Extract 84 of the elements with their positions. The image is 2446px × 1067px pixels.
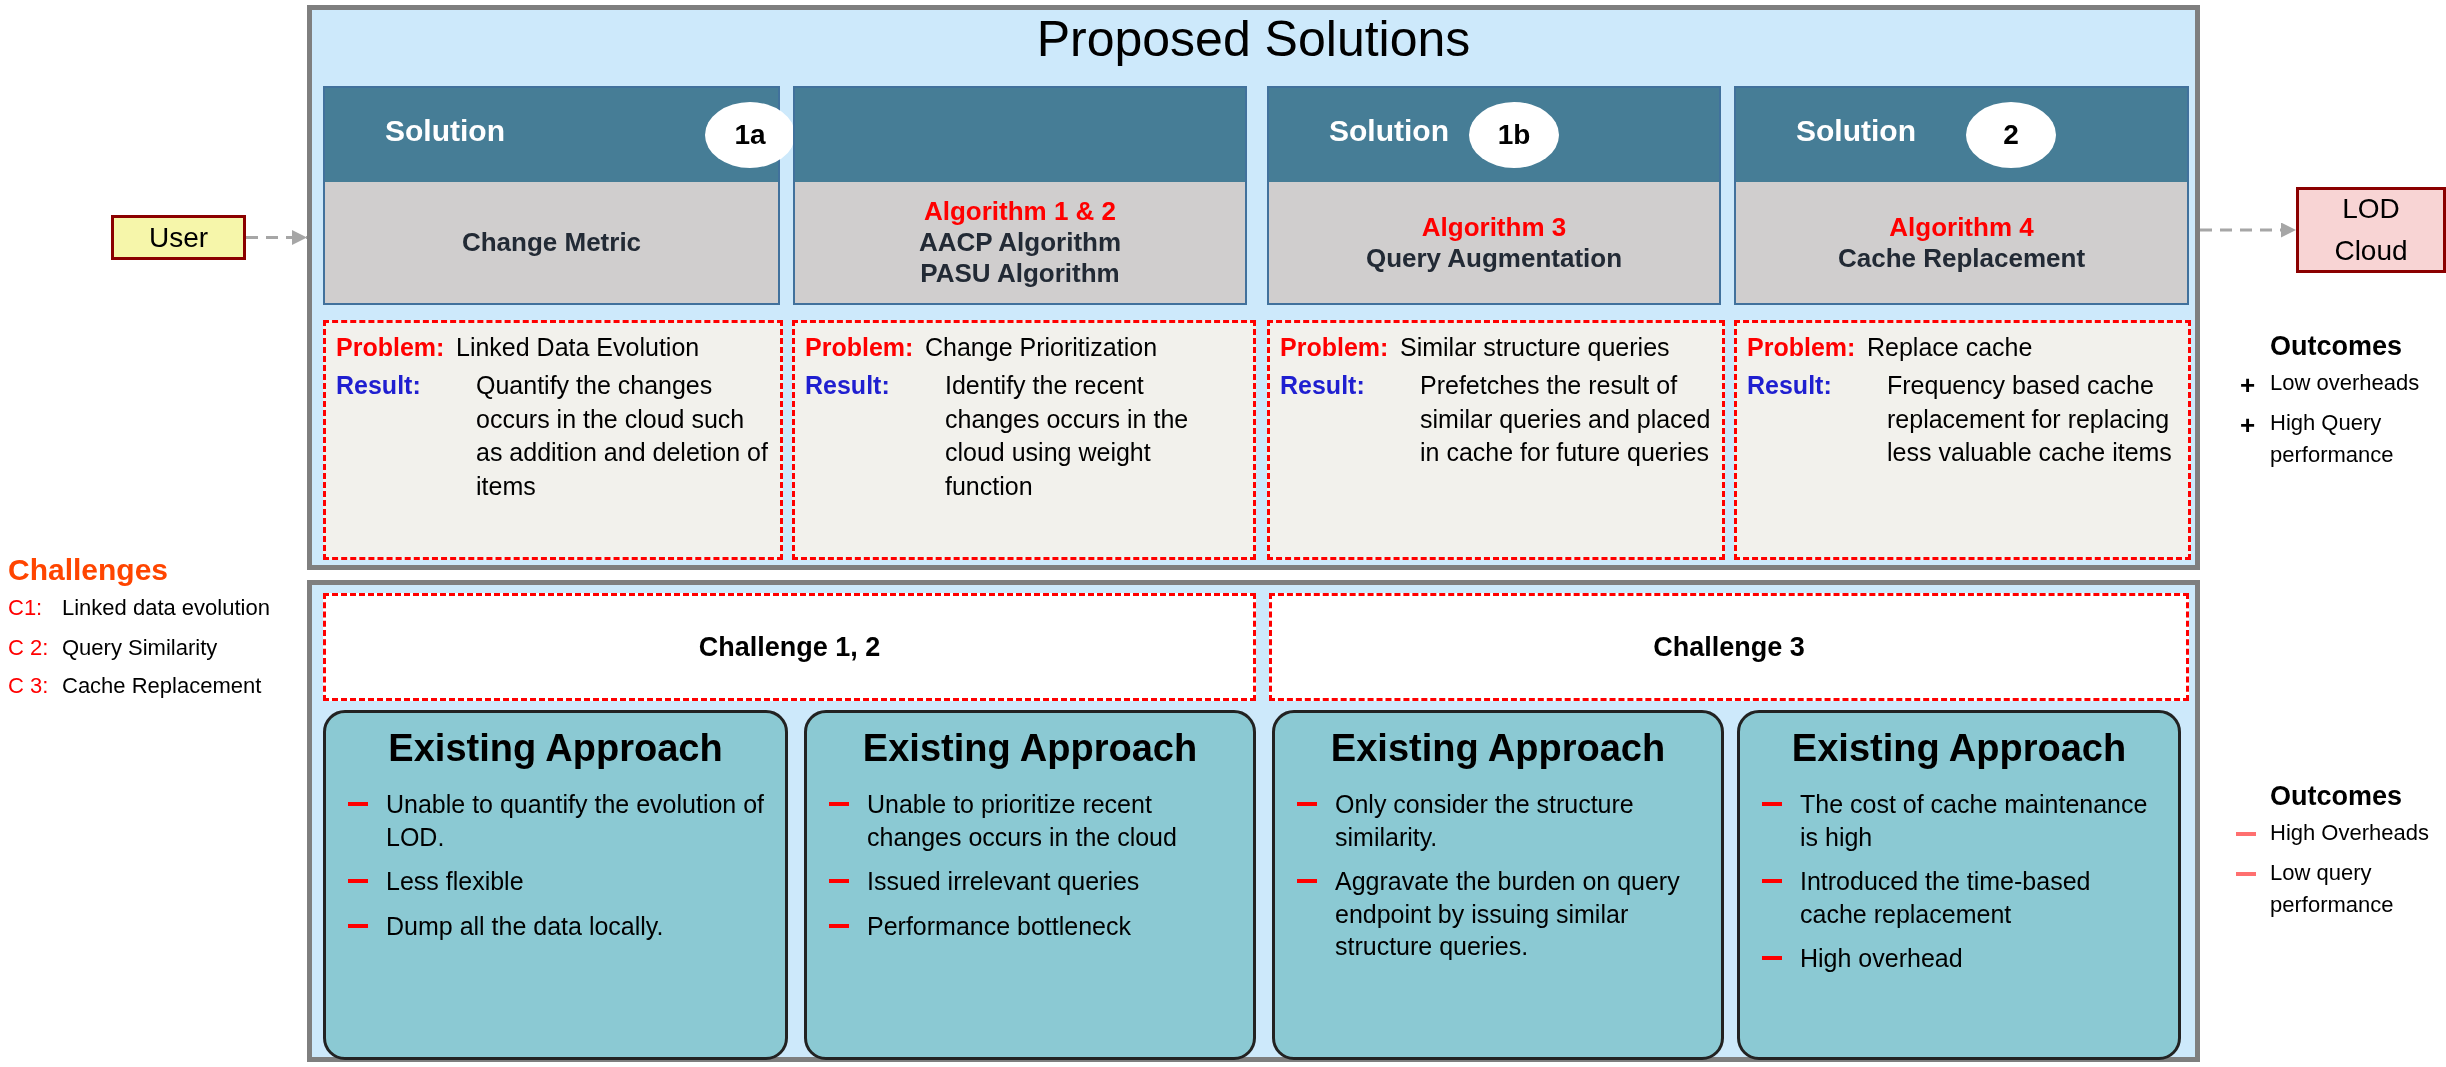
card-title: Solution — [1796, 114, 1916, 148]
approach-item: Unable to quantify the evolution of LOD. — [386, 789, 766, 853]
outcomes-heading: Outcomes — [2270, 330, 2403, 363]
number-badge: 1b — [1469, 102, 1559, 168]
card-title: Solution — [1329, 114, 1449, 148]
arrow — [2200, 222, 2296, 238]
label-text: High Query performance — [2270, 409, 2395, 469]
card-text: Cache Replacement — [1837, 242, 2086, 274]
label-text: Low overheads — [2270, 369, 2420, 397]
label-text: Cache Replacement — [62, 672, 262, 700]
card-text: Change Metric — [461, 227, 642, 258]
approach-card — [1272, 710, 1724, 1060]
problem-box — [323, 320, 783, 560]
number-badge: 2 — [1966, 102, 2056, 168]
solution-card — [793, 86, 1247, 305]
approach-heading: Existing Approach — [387, 727, 724, 770]
approach-item: Issued irrelevant queries — [867, 866, 1140, 897]
card-title: Solution — [385, 114, 505, 148]
result-label: Result: — [1747, 369, 1833, 401]
challenge-box — [1269, 593, 2189, 701]
solutions-panel — [307, 5, 2200, 570]
algorithm-name: Algorithm 1 & 2 — [923, 196, 1117, 227]
outcomes-heading: Outcomes — [2270, 780, 2403, 813]
solution-card — [1734, 86, 2189, 305]
approach-item: Aggravate the burden on query endpoint by issuing similar structure queries. — [1335, 866, 1681, 962]
approach-card — [323, 710, 788, 1060]
label-text: Low query performance — [2270, 859, 2395, 919]
algorithm-name: Algorithm 3 — [1421, 211, 1567, 243]
card-text: AACP Algorithm — [918, 227, 1122, 258]
problem-box — [1267, 320, 1725, 560]
node-box — [111, 215, 246, 260]
algorithm-name: Algorithm 4 — [1889, 211, 2034, 243]
problem-label: Problem: — [805, 332, 915, 363]
approach-item: Less flexible — [386, 866, 524, 897]
approach-item: Unable to prioritize recent changes occurs in the cloud — [867, 789, 1178, 853]
plus-sign: + — [2240, 409, 2256, 442]
problem-box — [1734, 320, 2191, 560]
approach-card — [1737, 710, 2181, 1060]
approach-heading: Existing Approach — [1329, 727, 1667, 770]
node-box — [2296, 187, 2446, 273]
label-text: C 2: — [8, 634, 49, 662]
approach-item: Introduced the time-based cache replacement — [1800, 866, 2092, 930]
approach-heading: Existing Approach — [1790, 727, 2128, 770]
label-text: High Overheads — [2270, 819, 2429, 847]
card-text: PASU Algorithm — [920, 258, 1120, 289]
result-text: Quantify the changes occurs in the cloud such as addition and deletion of items — [475, 369, 769, 502]
result-label: Result: — [805, 369, 891, 401]
result-text: Identify the recent changes occurs in the cloud using weight function — [944, 369, 1190, 502]
approach-item: Only consider the structure similarity. — [1335, 789, 1635, 853]
result-label: Result: — [1280, 369, 1366, 401]
panel-title: Proposed Solutions — [1035, 10, 1472, 68]
problem-box — [792, 320, 1256, 560]
approach-item: High overhead — [1800, 943, 1963, 974]
plus-sign: + — [2240, 369, 2256, 402]
solution-card — [1267, 86, 1721, 305]
approach-item: Dump all the data locally. — [386, 910, 664, 942]
legend-heading: Challenges — [8, 552, 169, 588]
number-badge: 1a — [705, 102, 795, 168]
node-label: LOD Cloud — [2333, 192, 2409, 268]
approach-item: Performance bottleneck — [867, 910, 1132, 942]
label-text: Linked data evolution — [62, 594, 270, 622]
approach-heading: Existing Approach — [861, 727, 1199, 770]
problem-text: Linked Data Evolution — [456, 332, 701, 363]
result-label: Result: — [336, 369, 422, 401]
node-label: User — [147, 220, 210, 255]
approach-item: The cost of cache maintenance is high — [1800, 789, 2149, 853]
label-text: Query Similarity — [62, 634, 218, 662]
challenge-box — [323, 593, 1256, 701]
arrow — [246, 230, 307, 245]
label-text: C1: — [8, 594, 43, 622]
problem-text: Replace cache — [1867, 332, 2034, 363]
result-text: Prefetches the result of similar queries and placed in cache for future queries — [1419, 369, 1712, 469]
problem-label: Problem: — [336, 332, 446, 363]
card-text: Query Augmentation — [1365, 242, 1623, 274]
problem-text: Change Prioritization — [925, 332, 1159, 363]
challenge-heading: Challenge 1, 2 — [698, 631, 881, 663]
problem-text: Similar structure queries — [1400, 332, 1671, 363]
problem-label: Problem: — [1280, 332, 1390, 363]
problem-label: Problem: — [1747, 332, 1857, 363]
approaches-panel — [307, 580, 2200, 1062]
approach-card — [804, 710, 1256, 1060]
label-text: C 3: — [8, 672, 49, 700]
result-text: Frequency based cache replacement for replacing less valuable cache items — [1886, 369, 2173, 469]
challenge-heading: Challenge 3 — [1653, 631, 1805, 663]
